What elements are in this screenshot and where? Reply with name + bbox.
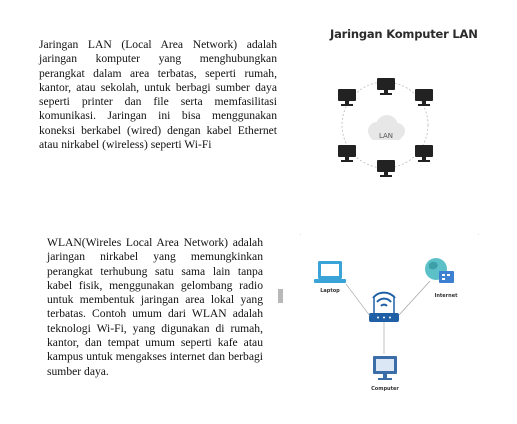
globe-icon: [425, 258, 454, 283]
monitor-icon: [338, 145, 356, 162]
monitor-icon: [415, 145, 433, 162]
desktop-computer-icon: [373, 356, 397, 380]
monitor-icon: [377, 160, 395, 177]
network-ring: [341, 81, 429, 169]
internet-link: [398, 280, 431, 316]
scroll-marker: [278, 289, 283, 303]
monitor-icon: [377, 78, 395, 95]
laptop-icon: [314, 261, 346, 283]
lan-diagram-title: Jaringan Komputer LAN: [330, 27, 478, 41]
wlan-description: WLAN(Wireles Local Area Network) adalah …: [47, 236, 263, 378]
laptop-label: Laptop: [320, 288, 340, 294]
cloud-icon: [368, 115, 405, 140]
monitor-icon: [338, 89, 356, 106]
lan-cloud-label: LAN: [379, 132, 393, 140]
lan-diagram: LAN: [338, 78, 433, 177]
monitor-icon: [415, 89, 433, 106]
laptop-link: [345, 283, 371, 317]
lan-description: Jaringan LAN (Local Area Network) adalah…: [39, 38, 277, 152]
wifi-router-icon: [369, 291, 399, 322]
internet-label: Internet: [434, 293, 458, 299]
wlan-diagram: Laptop Internet Computer: [300, 234, 479, 392]
computer-label: Computer: [371, 386, 399, 392]
